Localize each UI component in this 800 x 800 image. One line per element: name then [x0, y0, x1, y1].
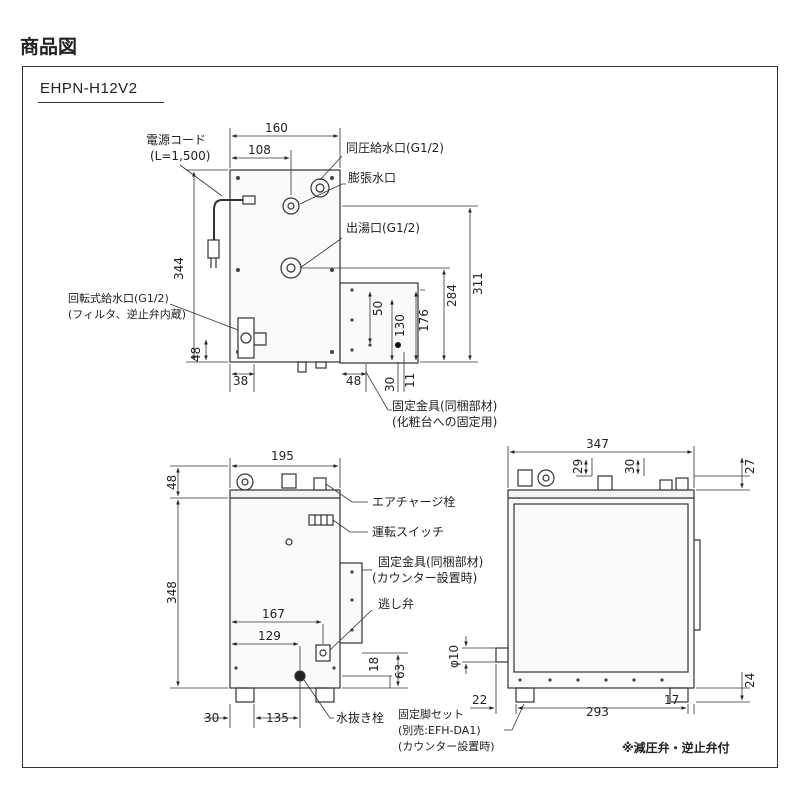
dim-344: 344: [172, 257, 186, 280]
dim-11: 11: [403, 373, 417, 388]
dim-135: 135: [266, 711, 289, 725]
label-leg-set-sold: (別売:EFH-DA1): [398, 724, 481, 737]
dim-348: 348: [165, 581, 179, 604]
front-view-top-cap: [229, 489, 341, 499]
model-underline: [38, 102, 164, 103]
dim-24: 24: [743, 673, 757, 688]
dim-130: 130: [393, 314, 407, 337]
label-air-charge: エアチャージ栓: [372, 494, 455, 509]
dim-48-bottom: 48: [346, 374, 361, 388]
side-view: [495, 469, 701, 703]
dim-18: 18: [367, 657, 381, 672]
label-bracket-front: 固定金具(同梱部材): [378, 554, 483, 569]
side-view-top-cap: [507, 489, 695, 499]
dim-284: 284: [445, 284, 459, 307]
page-title: 商品図: [20, 36, 78, 58]
footnote: ※減圧弁・逆止弁付: [622, 740, 730, 755]
dim-311: 311: [471, 272, 485, 295]
label-power-cord: 電源コード: [146, 133, 206, 147]
dim-38: 38: [233, 374, 248, 388]
dim-17: 17: [664, 693, 679, 707]
dim-195: 195: [271, 449, 294, 463]
label-drain-plug: 水抜き栓: [336, 710, 384, 725]
dim-293: 293: [586, 705, 609, 719]
label-hot-outlet: 出湯口(G1/2): [346, 221, 420, 235]
dim-160: 160: [265, 121, 288, 135]
dim-30-side: 30: [623, 459, 637, 474]
label-bracket-top-note: (化粧台への固定用): [392, 414, 497, 429]
dim-phi10: φ10: [447, 645, 461, 668]
dim-30-front: 30: [204, 711, 219, 725]
front-view: [229, 473, 363, 703]
label-rotary-inlet: 回転式給水口(G1/2): [68, 291, 169, 305]
dim-63: 63: [393, 664, 407, 679]
label-run-switch: 運転スイッチ: [372, 525, 444, 539]
dim-27: 27: [743, 459, 757, 474]
label-power-cord-length: (L=1,500): [150, 149, 210, 163]
label-leg-set-note: (カウンター設置時): [398, 739, 495, 753]
label-leg-set: 固定脚セット: [398, 707, 464, 721]
front-view-bracket: [339, 562, 363, 644]
drawing-frame: [22, 66, 778, 768]
dim-347: 347: [586, 437, 609, 451]
dim-50: 50: [371, 301, 385, 316]
dim-48-front: 48: [165, 475, 179, 490]
dim-129: 129: [258, 629, 281, 643]
dim-22: 22: [472, 693, 487, 707]
dim-167: 167: [262, 607, 285, 621]
label-rotary-inlet-note: (フィルタ、逆止弁内蔵): [68, 307, 186, 321]
dim-29: 29: [571, 459, 585, 474]
dim-108: 108: [248, 143, 271, 157]
label-relief-valve: 逃し弁: [378, 596, 414, 611]
dim-48-left: 48: [189, 347, 203, 362]
top-view: [207, 169, 419, 373]
label-same-pressure-inlet: 同圧給水口(G1/2): [346, 141, 444, 155]
dim-30-top: 30: [383, 377, 397, 392]
model-name: EHPN-H12V2: [40, 80, 138, 97]
label-expansion-outlet: 膨張水口: [348, 171, 396, 185]
label-bracket-front-note: (カウンター設置時): [372, 570, 477, 585]
label-bracket-top: 固定金具(同梱部材): [392, 398, 497, 413]
side-view-body: [507, 497, 695, 689]
dim-176: 176: [417, 309, 431, 332]
